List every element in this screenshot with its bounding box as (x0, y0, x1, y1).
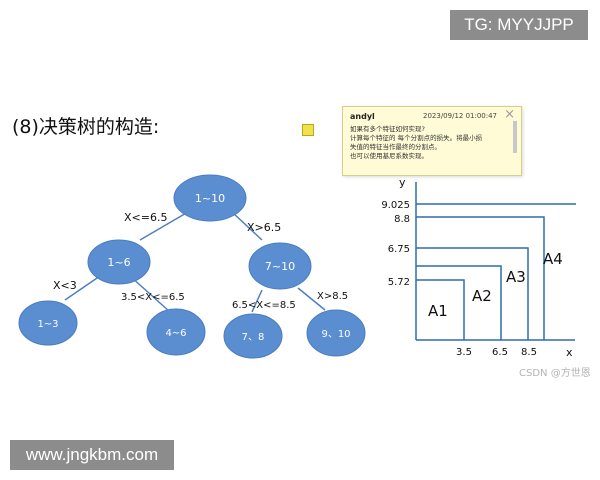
edge-label-left-ll: X<3 (53, 279, 77, 292)
x-axis-label: x (566, 346, 573, 359)
tree-edge-left-lr (129, 275, 171, 313)
tree-node-ll: 1~3 (18, 300, 78, 346)
tree-edge-root-left (139, 211, 189, 241)
comment-scrollbar[interactable] (513, 121, 517, 153)
slide-heading: (8)决策树的构造: (12, 116, 160, 138)
y-tick-label: 9.025 (381, 200, 410, 211)
edge-label-root-left: X<=6.5 (124, 211, 167, 224)
tree-node-lr: 4~6 (146, 308, 206, 356)
region-label-a1: A1 (428, 302, 448, 320)
region-boundary-a1 (416, 279, 465, 340)
comment-popup: andyl 2023/09/12 01:00:47 × 如果有多个特征如何实现?… (342, 106, 522, 176)
comment-text: 如果有多个特征如何实现? 计算每个特征的 每个分割点的损失。将最小损 失值的特征… (350, 125, 505, 161)
tree-node-label: 7~10 (265, 260, 295, 273)
tree-node-label: 1~3 (37, 319, 58, 330)
watermark-bottom: www.jngkbm.com (10, 440, 174, 470)
region-boundary-a2 (416, 265, 502, 340)
comment-icon[interactable] (302, 124, 314, 136)
tree-edge-right-rr (297, 287, 326, 311)
tree-node-root: 1~10 (173, 174, 247, 222)
comment-line: 失值的特征当作最终的分割点。 (350, 143, 441, 151)
tree-node-right: 7~10 (248, 242, 312, 290)
edge-label-right-rl: 6.5<X<=8.5 (232, 300, 296, 311)
tree-node-rr: 9、10 (306, 309, 366, 357)
tree-node-label: 1~6 (107, 256, 130, 269)
region-label-a2: A2 (472, 287, 492, 305)
region-boundary-a4 (416, 216, 545, 340)
edge-label-root-right: X>6.5 (247, 221, 281, 234)
y-tick-label: 6.75 (388, 244, 410, 255)
y-tick-label: 8.8 (394, 214, 410, 225)
comment-author: andyl (350, 112, 375, 121)
comment-line: 计算每个特征的 每个分割点的损失。将最小损 (350, 134, 483, 142)
y-axis-label: y (399, 176, 406, 189)
tree-edge-right-rl (251, 289, 263, 313)
comment-date: 2023/09/12 01:00:47 (423, 112, 498, 120)
tree-node-left: 1~6 (87, 239, 151, 285)
x-tick-label: 8.5 (521, 347, 537, 358)
tree-node-label: 4~6 (165, 328, 186, 339)
tree-edge-left-ll (64, 275, 101, 301)
x-tick-label: 6.5 (492, 347, 508, 358)
tree-node-label: 7、8 (242, 332, 265, 343)
watermark-top: TG: MYYJJPP (450, 10, 588, 40)
close-icon[interactable]: × (504, 107, 515, 122)
tree-node-label: 1~10 (195, 192, 225, 205)
y-tick-label: 5.72 (388, 277, 410, 288)
tree-node-label: 9、10 (321, 329, 350, 340)
edge-label-right-rr: X>8.5 (317, 291, 348, 302)
x-tick-label: 3.5 (456, 347, 472, 358)
edge-label-left-lr: 3.5<X<=6.5 (121, 292, 185, 303)
source-credit: CSDN @方世恩 (519, 368, 591, 379)
partition-plot: y x 9.025 8.8 6.75 5.72 3.5 6.5 8.5 A1 A… (381, 176, 576, 359)
comment-line: 如果有多个特征如何实现? (350, 125, 425, 133)
tree-edges (64, 211, 326, 313)
tree-edge-root-right (231, 211, 263, 241)
region-label-a3: A3 (506, 268, 526, 286)
comment-line: 也可以使用基尼系数实现。 (350, 152, 428, 160)
region-boundary-a3 (416, 247, 529, 340)
tree-node-rl: 7、8 (223, 313, 283, 359)
region-label-a4: A4 (543, 250, 563, 268)
